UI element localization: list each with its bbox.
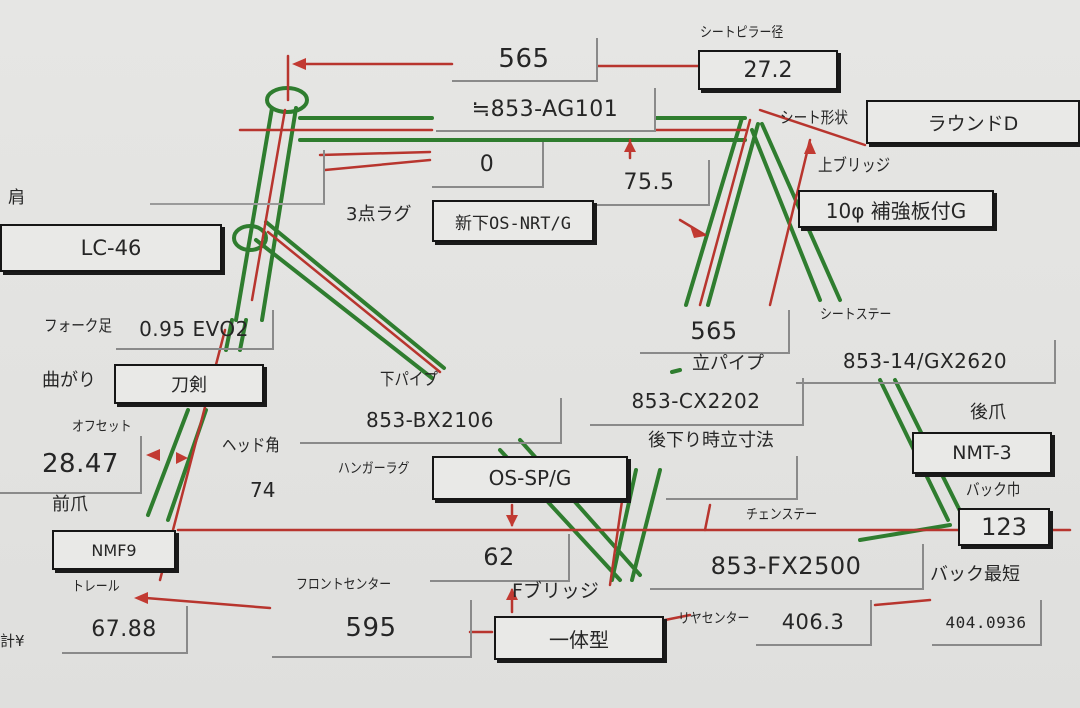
bb-drop-value-field[interactable]: 62 <box>430 534 570 582</box>
three-point-lug-value-box[interactable]: 新下OS-NRT/G <box>432 200 594 242</box>
chainstay-value-field[interactable]: 853-FX2500 <box>650 544 924 590</box>
rear-shortest-label: バック最短 <box>930 564 1020 585</box>
chainstay-bridge-value-box[interactable]: 一体型 <box>494 616 664 660</box>
shoulder-label: 肩 <box>8 188 25 208</box>
rear-dropout-label: 後爪 <box>970 402 1006 423</box>
offset-label: オフセット <box>72 419 132 435</box>
top-tube-length-field[interactable]: 565 <box>452 38 598 82</box>
fork-outline <box>146 318 248 522</box>
three-point-lug-label: 3点ラグ <box>346 204 412 225</box>
hanger-lug-value-box[interactable]: OS-SP/G <box>432 456 628 500</box>
upper-bridge-label: 上ブリッジ <box>818 156 891 176</box>
hanger-lug-label: ハンガーラグ <box>338 461 410 477</box>
rear-shortest-value-field[interactable]: 404.0936 <box>932 600 1042 646</box>
down-tube-label: 下パイプ <box>380 370 438 390</box>
fork-bend-value-box[interactable]: 刀剣 <box>114 364 264 404</box>
upper-bridge-value-box[interactable]: 10φ 補強板付G <box>798 190 994 228</box>
offset-value-field[interactable]: 28.47 <box>0 436 142 494</box>
dimension-arrows <box>134 58 816 604</box>
seat-tube-length-field[interactable]: 565 <box>640 310 790 354</box>
seat-shape-label: シート形状 <box>780 108 849 127</box>
cut-off-total-label: 計¥ <box>0 632 25 650</box>
front-dropout-value-box[interactable]: NMF9 <box>52 530 176 570</box>
trail-value-field[interactable]: 67.88 <box>62 606 188 654</box>
seat-tube-label: 立パイプ <box>692 353 764 374</box>
dimension-lines <box>144 54 1072 634</box>
fork-blade-label: フォーク足 <box>44 316 113 335</box>
seat-tube-note-underline <box>666 456 798 500</box>
front-center-label: フロントセンター <box>296 577 392 593</box>
top-tube-slope-field[interactable]: 0 <box>432 142 544 188</box>
top-tube-part-field[interactable]: ≒853-AG101 <box>436 88 656 132</box>
seat-lug-offset-field[interactable]: 75.5 <box>590 160 710 206</box>
chainstay-label: チェンステー <box>746 507 818 523</box>
top-tube-outline <box>298 116 747 142</box>
chainstay-bridge-label: Fブリッジ <box>512 580 599 602</box>
rear-dropout-value-box[interactable]: NMT-3 <box>912 432 1052 474</box>
head-angle-value[interactable]: 74 <box>250 478 276 502</box>
seat-tube-note: 後下り時立寸法 <box>648 430 774 451</box>
rear-spacing-value-box[interactable]: 123 <box>958 508 1050 546</box>
rear-center-value-field[interactable]: 406.3 <box>756 600 872 646</box>
fork-blade-value-field[interactable]: 0.95 EVO2 <box>116 310 274 350</box>
seat-tube-value-field[interactable]: 853-CX2202 <box>590 378 804 426</box>
rear-spacing-label: バック巾 <box>966 480 1021 499</box>
seat-shape-value-box[interactable]: ラウンドD <box>866 100 1080 144</box>
shoulder-value-box[interactable]: LC-46 <box>0 224 222 272</box>
head-angle-label: ヘッド角 <box>222 436 280 456</box>
seat-tube-outline <box>610 116 760 582</box>
down-tube-value-field[interactable]: 853-BX2106 <box>300 398 562 444</box>
chainstay-outline <box>858 523 952 542</box>
fork-bend-label: 曲がり <box>42 370 96 391</box>
trail-label: トレール <box>72 579 120 595</box>
head-tube-outline <box>232 86 309 322</box>
rear-center-label: リヤセンター <box>678 611 750 627</box>
seat-stay-label: シートステー <box>820 307 892 323</box>
seat-stay-value-field[interactable]: 853-14/GX2620 <box>796 340 1056 384</box>
seat-pillar-label: シートピラー径 <box>700 25 784 41</box>
front-dropout-label: 前爪 <box>52 494 88 515</box>
shoulder-underline <box>150 150 325 205</box>
seat-pillar-value-box[interactable]: 27.2 <box>698 50 838 90</box>
front-center-value-field[interactable]: 595 <box>272 600 472 658</box>
